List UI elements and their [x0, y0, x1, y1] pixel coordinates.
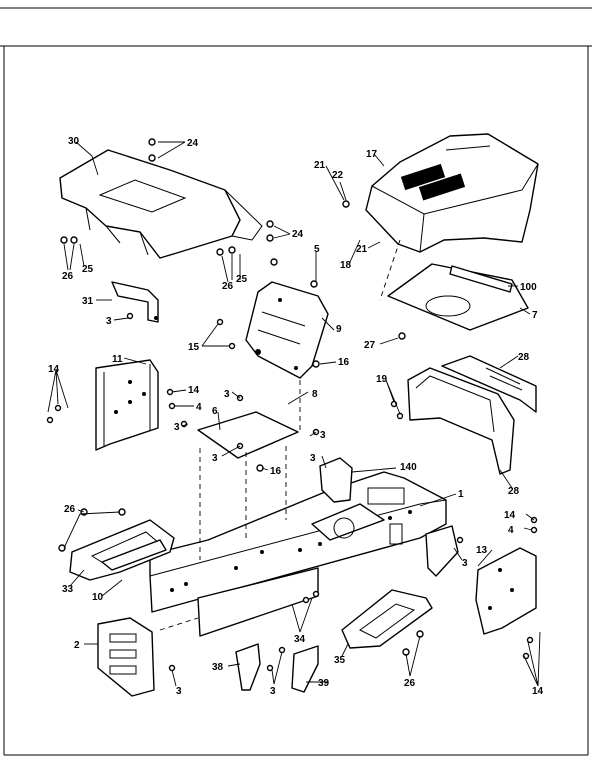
callout-15: 15 — [188, 342, 200, 353]
callout-33: 33 — [62, 584, 74, 595]
hood-base-part-7 — [387, 263, 529, 331]
callout-38: 38 — [212, 662, 224, 673]
callout-13: 13 — [476, 545, 488, 556]
callout-6: 6 — [212, 406, 218, 417]
callout-26: 26 — [62, 271, 74, 282]
callout-17: 17 — [366, 149, 378, 160]
callout-3: 3 — [106, 316, 112, 327]
callout-3: 3 — [270, 686, 276, 697]
callout-3: 3 — [462, 558, 468, 569]
callout-25: 25 — [82, 264, 94, 275]
plate-part-6 — [197, 411, 299, 459]
bracket-right — [425, 525, 459, 577]
leader-lines — [47, 141, 541, 687]
callout-26: 26 — [64, 504, 76, 515]
callout-3: 3 — [212, 453, 218, 464]
hood-part-17 — [365, 133, 539, 253]
callout-14: 14 — [188, 385, 200, 396]
assembly-lines — [159, 239, 401, 631]
callout-14: 14 — [504, 510, 516, 521]
callout-4: 4 — [196, 402, 202, 413]
callout-16: 16 — [270, 466, 282, 477]
callout-3: 3 — [224, 389, 230, 400]
callout-100: 100 — [520, 282, 537, 293]
callout-26: 26 — [222, 281, 234, 292]
page-frame — [0, 7, 592, 756]
callout-4: 4 — [508, 525, 514, 536]
callout-28: 28 — [508, 486, 520, 497]
callout-labels: 30 24 24 26 25 26 25 5 31 3 9 15 16 14 1… — [48, 136, 544, 697]
callout-16: 16 — [338, 357, 350, 368]
bracket-part-140 — [319, 457, 353, 503]
callout-1: 1 — [458, 489, 464, 500]
callout-21: 21 — [356, 244, 368, 255]
callout-14: 14 — [532, 686, 544, 697]
clip-part-38 — [235, 643, 261, 691]
callout-3: 3 — [320, 430, 326, 441]
callout-7: 7 — [532, 310, 538, 321]
callout-8: 8 — [312, 389, 318, 400]
side-panel-part-11 — [95, 359, 159, 451]
callout-19: 19 — [376, 374, 388, 385]
callout-39: 39 — [318, 678, 330, 689]
callout-9: 9 — [336, 324, 342, 335]
callout-140: 140 — [400, 462, 417, 473]
rear-fender-part-30 — [59, 149, 263, 259]
callout-31: 31 — [82, 296, 94, 307]
front-panel-part-2 — [97, 617, 155, 697]
callout-14: 14 — [48, 364, 60, 375]
grille-part-28 — [407, 355, 537, 475]
callout-24: 24 — [292, 229, 304, 240]
callout-5: 5 — [314, 244, 320, 255]
callout-21: 21 — [314, 160, 326, 171]
callout-3: 3 — [176, 686, 182, 697]
plate-part-9 — [245, 281, 329, 379]
callout-2: 2 — [74, 640, 80, 651]
callout-35: 35 — [334, 655, 346, 666]
callout-26: 26 — [404, 678, 416, 689]
side-panel-part-13 — [475, 547, 537, 635]
callout-10: 10 — [92, 592, 104, 603]
fasteners — [46, 138, 538, 672]
callout-27: 27 — [364, 340, 376, 351]
callout-18: 18 — [340, 260, 352, 271]
callout-25: 25 — [236, 274, 248, 285]
pedal-part-35 — [341, 589, 433, 649]
clip-part-39 — [291, 645, 319, 693]
callout-11: 11 — [112, 354, 123, 365]
callout-34: 34 — [294, 634, 306, 645]
callout-3: 3 — [174, 422, 180, 433]
footrest-part-33 — [69, 519, 175, 581]
callout-30: 30 — [68, 136, 80, 147]
callout-28: 28 — [518, 352, 530, 363]
callout-22: 22 — [332, 170, 344, 181]
callout-3: 3 — [310, 453, 316, 464]
callout-24: 24 — [187, 138, 199, 149]
bracket-part-31 — [111, 281, 159, 323]
